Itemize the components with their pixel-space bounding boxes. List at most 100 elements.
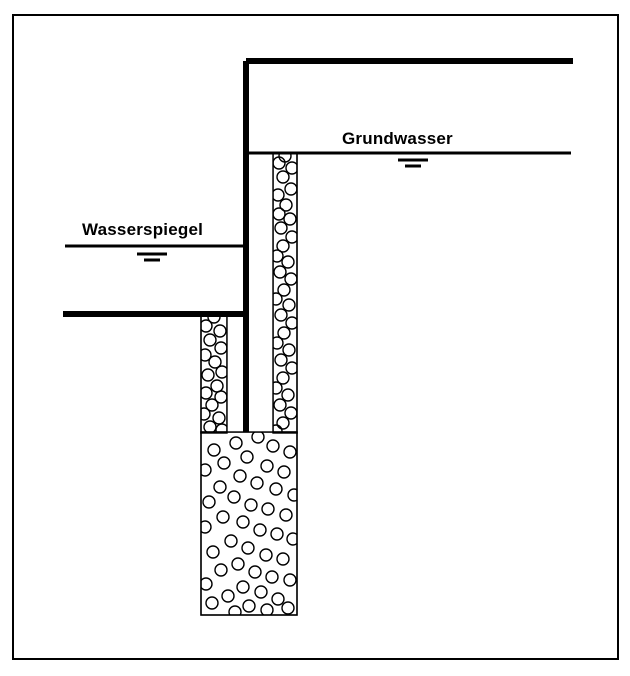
gravel-grain (259, 548, 273, 562)
gravel-grain (281, 255, 295, 269)
gravel-grain (206, 545, 220, 559)
gravel-grain (214, 563, 228, 577)
gravel-grain (284, 182, 297, 196)
gravel-grain (273, 265, 287, 279)
gravel-grain (279, 508, 293, 522)
gravel-grain (228, 605, 242, 615)
gravel-grain (236, 580, 250, 594)
gravel-grain (201, 463, 212, 477)
gravel-grain (283, 212, 297, 226)
structure-lines-group (63, 58, 573, 432)
gravel-grain (201, 319, 213, 333)
gravel-grain (273, 156, 286, 170)
gravel-grain (279, 198, 293, 212)
gravel-grain (205, 398, 219, 412)
gravel-grain (213, 324, 227, 338)
groundwater-label: Grundwasser (342, 129, 453, 148)
water-surface-label: Wasserspiegel (82, 220, 203, 239)
gravel-grain (214, 341, 227, 355)
gravel-grain (273, 424, 283, 433)
gravel-grain (241, 541, 255, 555)
gravel-grain (203, 420, 217, 433)
gravel-grain (277, 326, 291, 340)
gravel-grain (205, 596, 219, 610)
gravel-grain (282, 298, 296, 312)
gravel-grain (271, 592, 285, 606)
gravel-grain (261, 502, 275, 516)
bottom-body-gravel-grains (201, 432, 297, 615)
gravel-grain (208, 355, 222, 369)
gravel-grain (286, 532, 297, 546)
gravel-grain (273, 336, 284, 350)
gravel-grain (254, 585, 268, 599)
gravel-grain (269, 482, 283, 496)
gravel-grain (274, 221, 288, 235)
gravel-grain (276, 239, 290, 253)
gravel-grain (277, 465, 291, 479)
gravel-grain (276, 170, 290, 184)
gravel-grain (242, 599, 256, 613)
gravel-grain (214, 390, 227, 404)
gravel-grain (287, 488, 297, 502)
gravel-grain (229, 436, 243, 450)
gravel-grain (281, 388, 295, 402)
gravel-grain (251, 432, 265, 444)
gravel-grain (266, 439, 280, 453)
gravel-grain (212, 411, 226, 425)
gravel-grain (231, 557, 245, 571)
gravel-grain (273, 188, 285, 202)
gravel-grain (265, 570, 279, 584)
gravel-grain (260, 459, 274, 473)
gravel-grain (284, 406, 297, 420)
gravel-grain (285, 361, 297, 375)
gravel-grain (240, 450, 254, 464)
gravel-grain (248, 565, 262, 579)
pipe-upper-gap (249, 153, 273, 314)
gravel-grain (273, 249, 284, 263)
gravel-grain (260, 603, 274, 615)
gravel-grain (285, 316, 297, 330)
gravel-grain (276, 416, 290, 430)
gravel-grain (201, 368, 215, 382)
gravel-grain (215, 423, 227, 433)
gravel-grain (281, 601, 295, 615)
gravel-grain (236, 515, 250, 529)
gravel-grain (277, 283, 291, 297)
gravel-grain (201, 520, 212, 534)
vertical-pipe (243, 61, 249, 432)
gravel-grain (276, 371, 290, 385)
gravel-grain (201, 386, 213, 400)
gravel-grain (283, 445, 297, 459)
gravel-grain (203, 333, 217, 347)
gravel-grain (221, 589, 235, 603)
gravel-grain (270, 527, 284, 541)
gravel-grain (273, 292, 283, 306)
gravel-grain (285, 161, 297, 175)
gravel-grain (233, 469, 247, 483)
gravel-grain (250, 476, 264, 490)
gravel-grain (273, 398, 287, 412)
gravel-grain (253, 523, 267, 537)
pipe-annulus-gap (227, 314, 273, 432)
right-column-gravel-grains (273, 153, 297, 433)
gravel-grain (201, 407, 211, 421)
gravel-grain (276, 552, 290, 566)
gravel-grain (217, 456, 231, 470)
gravel-grain (224, 534, 238, 548)
gravel-grain (213, 480, 227, 494)
gravel-grain (216, 510, 230, 524)
gravel-grain (207, 443, 221, 457)
gravel-grain (227, 490, 241, 504)
gravel-grain (244, 498, 258, 512)
gravel-grain (284, 272, 297, 286)
left-column-gravel-grains (201, 314, 227, 433)
gravel-grain (282, 343, 296, 357)
gravel-grain (273, 207, 286, 221)
gravel-grain (273, 381, 283, 395)
gravel-grain (201, 577, 213, 591)
figure-border (12, 14, 619, 660)
gravel-grain (274, 353, 288, 367)
gravel-grain (285, 230, 297, 244)
